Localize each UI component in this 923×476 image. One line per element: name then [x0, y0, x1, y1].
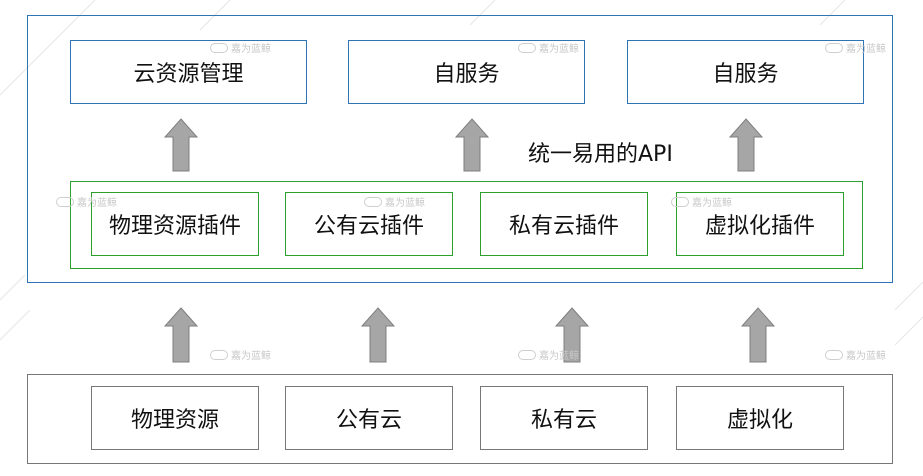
public-cloud-label: 公有云: [335, 408, 402, 433]
up-arrow-icon: [555, 307, 589, 363]
platform-container: [27, 15, 893, 283]
private-cloud-plugin-label: 私有云插件: [508, 214, 619, 239]
cloud-resource-management-box: 云资源管理: [70, 40, 307, 104]
watermark-logo-icon: [210, 42, 228, 53]
resource-band: [27, 374, 893, 464]
watermark: 嘉为蓝鲸: [56, 194, 117, 209]
watermark-logo-icon: [364, 196, 382, 207]
watermark-logo-icon: [56, 196, 74, 207]
private-cloud-box: 私有云: [480, 386, 648, 450]
up-arrow-icon: [455, 118, 489, 172]
virtualization-box: 虚拟化: [676, 386, 844, 450]
virtualization-plugin-box: 虚拟化插件: [676, 192, 844, 256]
public-cloud-plugin-label: 公有云插件: [313, 214, 424, 239]
watermark-logo-icon: [518, 349, 536, 360]
unified-api-label: 统一易用的API: [528, 142, 673, 167]
private-cloud-plugin-box: 私有云插件: [480, 192, 648, 256]
watermark-logo-icon: [825, 42, 843, 53]
watermark: 嘉为蓝鲸: [825, 40, 886, 55]
watermark: 嘉为蓝鲸: [210, 347, 271, 362]
up-arrow-icon: [164, 307, 198, 363]
watermark-logo-icon: [210, 349, 228, 360]
watermark: 嘉为蓝鲸: [671, 194, 732, 209]
up-arrow-icon: [741, 307, 775, 363]
self-service-box-2: 自服务: [627, 40, 864, 104]
private-cloud-label: 私有云: [530, 408, 597, 433]
physical-resource-label: 物理资源: [130, 408, 219, 433]
watermark-logo-icon: [671, 196, 689, 207]
physical-resource-plugin-box: 物理资源插件: [91, 192, 259, 256]
watermark: 嘉为蓝鲸: [518, 40, 579, 55]
watermark: 嘉为蓝鲸: [210, 40, 271, 55]
up-arrow-icon: [164, 118, 198, 172]
self-service-label-2: 自服务: [712, 62, 779, 87]
public-cloud-box: 公有云: [285, 386, 453, 450]
watermark: 嘉为蓝鲸: [518, 347, 579, 362]
physical-resource-plugin-label: 物理资源插件: [108, 214, 241, 239]
watermark: 嘉为蓝鲸: [364, 194, 425, 209]
self-service-box-1: 自服务: [348, 40, 585, 104]
physical-resource-box: 物理资源: [91, 386, 259, 450]
plugin-band: [70, 181, 863, 269]
virtualization-label: 虚拟化: [726, 408, 793, 433]
up-arrow-icon: [729, 118, 763, 172]
watermark: 嘉为蓝鲸: [825, 347, 886, 362]
watermark-logo-icon: [518, 42, 536, 53]
watermark-logo-icon: [825, 349, 843, 360]
self-service-label-1: 自服务: [433, 62, 500, 87]
up-arrow-icon: [361, 307, 395, 363]
cloud-resource-management-label: 云资源管理: [133, 62, 244, 87]
virtualization-plugin-label: 虚拟化插件: [704, 214, 815, 239]
